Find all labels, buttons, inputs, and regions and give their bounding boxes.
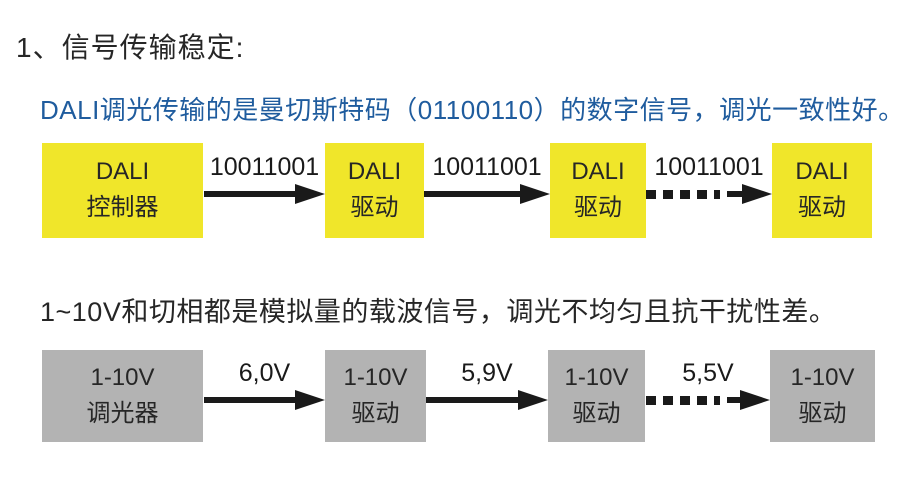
page-title: 1、信号传输稳定: xyxy=(16,32,245,63)
node-label-line2: 驱动 xyxy=(350,194,399,221)
analog-dimmer-node: 1-10V 调光器 xyxy=(42,350,203,442)
dali-arrow-2-label: 10011001 xyxy=(432,153,542,181)
dali-driver-node-3: DALI 驱动 xyxy=(772,143,872,238)
dali-arrow-2: 10011001 xyxy=(424,152,550,204)
dali-arrow-3-label: 10011001 xyxy=(654,153,764,181)
node-label-line1: DALI xyxy=(95,158,150,186)
solid-arrow-icon xyxy=(424,184,550,204)
node-label-line1: 1-10V xyxy=(343,363,408,391)
dali-controller-node: DALI 控制器 xyxy=(42,143,203,238)
analog-arrow-2-label: 5,9V xyxy=(461,359,513,387)
analog-arrow-1: 6,0V xyxy=(204,358,325,410)
dashed-arrow-icon xyxy=(646,390,770,410)
analog-driver-node-3: 1-10V 驱动 xyxy=(770,350,875,442)
solid-arrow-icon xyxy=(204,184,325,204)
node-label-line2: 驱动 xyxy=(351,399,400,427)
node-label-line2: 调光器 xyxy=(86,399,159,427)
dali-arrow-1: 10011001 xyxy=(204,152,325,204)
node-label-line1: DALI xyxy=(795,158,849,186)
node-label-line1: 1-10V xyxy=(90,363,155,391)
node-label-line2: 驱动 xyxy=(798,399,847,427)
node-label-line2: 控制器 xyxy=(86,194,159,221)
dali-driver-node-1: DALI 驱动 xyxy=(325,143,424,238)
node-label-line1: DALI xyxy=(347,158,402,186)
node-label-line1: 1-10V xyxy=(564,363,629,391)
node-label-line2: 驱动 xyxy=(572,399,621,427)
node-label-line1: 1-10V xyxy=(790,363,855,391)
analog-arrow-3: 5,5V xyxy=(646,358,770,410)
dali-arrow-1-label: 10011001 xyxy=(209,153,320,181)
dashed-arrow-icon xyxy=(646,184,772,204)
solid-arrow-icon xyxy=(204,390,325,410)
analog-driver-node-2: 1-10V 驱动 xyxy=(548,350,645,442)
node-label-line1: DALI xyxy=(571,158,625,186)
analog-arrow-3-label: 5,5V xyxy=(682,359,734,387)
analog-arrow-2: 5,9V xyxy=(426,358,548,410)
dali-driver-node-2: DALI 驱动 xyxy=(550,143,646,238)
dali-section-description: DALI调光传输的是曼切斯特码（01100110）的数字信号，调光一致性好。 xyxy=(40,95,900,125)
analog-section-description: 1~10V和切相都是模拟量的载波信号，调光不均匀且抗干扰性差。 xyxy=(40,297,837,327)
solid-arrow-icon xyxy=(426,390,548,410)
analog-arrow-1-label: 6,0V xyxy=(238,359,291,387)
node-label-line2: 驱动 xyxy=(574,194,622,221)
dali-arrow-3: 10011001 xyxy=(646,152,772,204)
node-label-line2: 驱动 xyxy=(798,194,846,221)
analog-driver-node-1: 1-10V 驱动 xyxy=(325,350,426,442)
